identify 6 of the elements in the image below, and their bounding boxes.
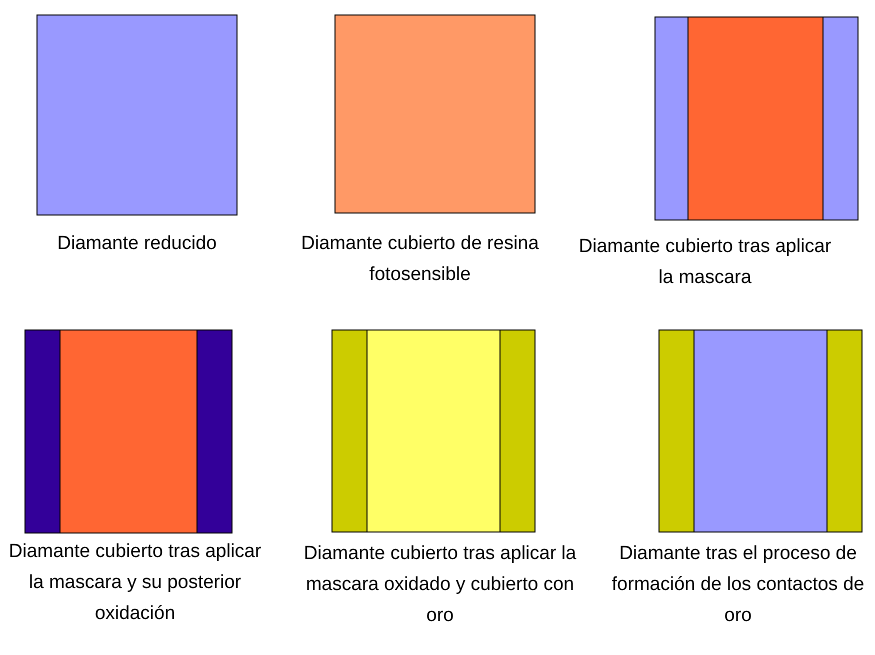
caption: Diamante cubierto tras aplicar la mascara oxidado y cubierto con oro [302, 542, 578, 628]
caption: Diamante cubierto tras aplicar la mascara y su posterior oxidación [8, 540, 262, 626]
caption: Diamante tras el proceso de formación de los contactos de oro [610, 542, 866, 628]
caption: Diamante reducido [56, 232, 218, 256]
caption: Diamante cubierto tras aplicar la mascara [578, 235, 832, 290]
caption: Diamante cubierto de resina fotosensible [300, 232, 540, 287]
